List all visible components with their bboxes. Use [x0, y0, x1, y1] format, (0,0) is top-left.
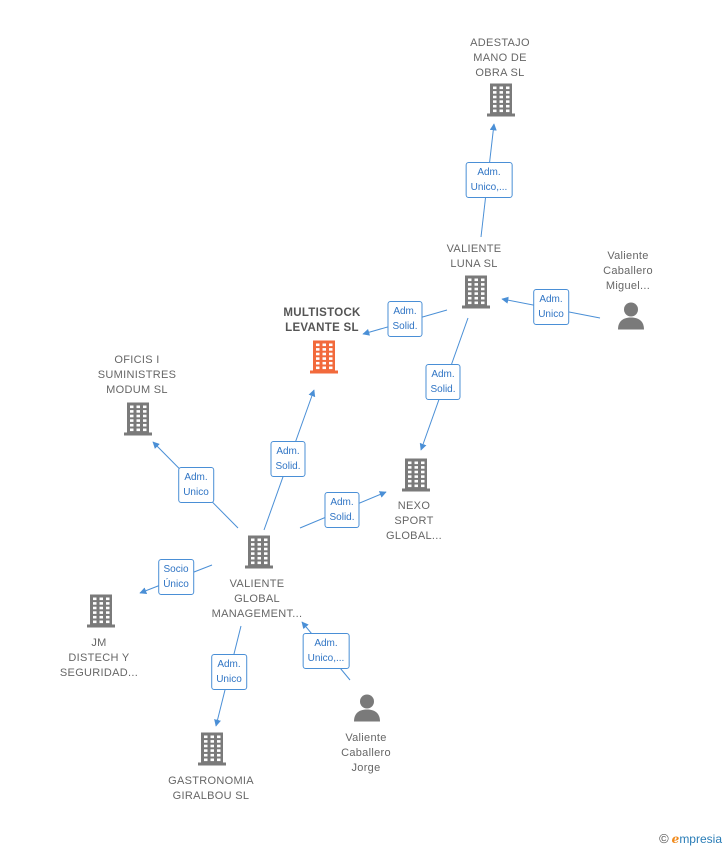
building-icon-valiente_luna[interactable]: [461, 274, 491, 315]
person-icon-jorge[interactable]: [352, 693, 382, 728]
building-icon-gastronomia[interactable]: [197, 731, 227, 772]
edge-label-vgm-to-nexo[interactable]: Adm.Solid.: [324, 492, 360, 528]
building-icon-nexo[interactable]: [401, 457, 431, 498]
edge-label-valiente_luna-to-nexo[interactable]: Adm.Solid.: [425, 364, 461, 400]
edge-label-vgm-to-gastronomia[interactable]: Adm.Unico: [211, 654, 247, 690]
edge-label-miguel-to-valiente_luna[interactable]: Adm.Unico: [533, 289, 569, 325]
edge-label-valiente_luna-to-multistock[interactable]: Adm.Solid.: [387, 301, 423, 337]
edge-label-valiente_luna-to-adestajo[interactable]: Adm.Unico,...: [465, 162, 513, 198]
building-icon-jm[interactable]: [86, 593, 116, 634]
brand-watermark: ©empresia: [659, 831, 722, 846]
building-icon-oficis[interactable]: [123, 401, 153, 442]
edge-label-vgm-to-multistock[interactable]: Adm.Solid.: [270, 441, 306, 477]
person-icon-miguel[interactable]: [616, 301, 646, 336]
brand-name: mpresia: [679, 832, 722, 846]
brand-initial: e: [671, 832, 680, 846]
building-icon-adestajo[interactable]: [486, 82, 516, 123]
edge-label-jorge-to-vgm[interactable]: Adm.Unico,...: [302, 633, 350, 669]
building-icon-vgm[interactable]: [244, 534, 274, 575]
edge-label-vgm-to-oficis[interactable]: Adm.Unico: [178, 467, 214, 503]
copyright-symbol: ©: [659, 831, 669, 846]
building-icon-multistock[interactable]: [309, 339, 339, 380]
